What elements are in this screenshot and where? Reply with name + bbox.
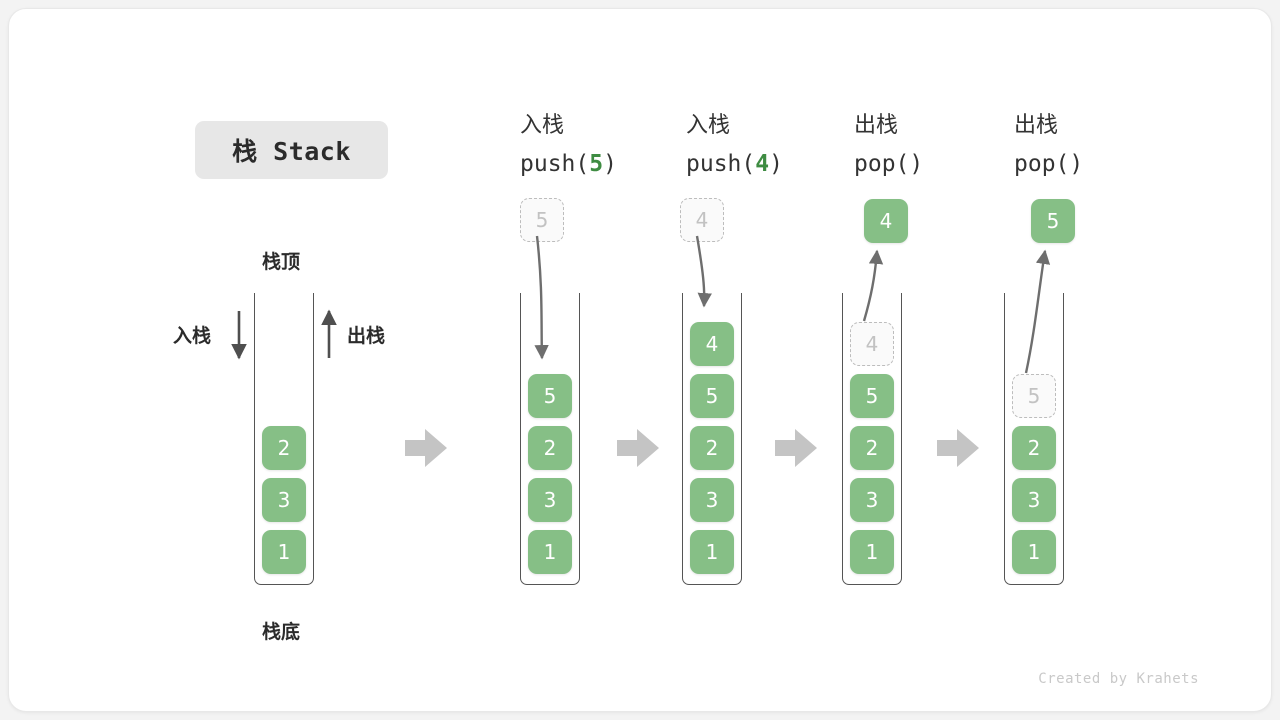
step-flow-arrow-icon: [405, 429, 447, 467]
header-code-text: push(5): [520, 145, 700, 183]
stack-container-pop-1: [842, 293, 902, 585]
code-prefix: push(: [686, 151, 756, 177]
stack-cell: 5: [850, 374, 894, 418]
code-number: 4: [755, 151, 770, 177]
incoming-ghost-cell: 4: [680, 198, 724, 242]
stack-container-pop-2: [1004, 293, 1064, 585]
stack-cell: 1: [528, 530, 572, 574]
code-number: 5: [589, 151, 604, 177]
stack-cell: 2: [262, 426, 306, 470]
header-cn-text: 出栈: [854, 113, 899, 138]
stack-container-initial: [254, 293, 314, 585]
stack-cell: 2: [850, 426, 894, 470]
code-suffix: ): [603, 151, 617, 177]
stack-cell: 2: [528, 426, 572, 470]
column-header-pop-1: 出栈 pop(): [854, 107, 1034, 183]
header-code-text: pop(): [854, 145, 1034, 183]
column-header-push-5: 入栈 push(5): [520, 107, 700, 183]
code-suffix: ): [1069, 151, 1084, 177]
code-prefix: pop(: [854, 151, 910, 177]
stack-cell: 3: [850, 478, 894, 522]
stack-container-push-4: [682, 293, 742, 585]
removed-ghost-cell: 5: [1012, 374, 1056, 418]
popped-value-cell: 4: [864, 199, 908, 243]
page-title: 栈 Stack: [195, 121, 388, 179]
step-flow-arrow-icon: [617, 429, 659, 467]
header-code-text: push(4): [686, 145, 866, 183]
header-cn-text: 入栈: [686, 113, 731, 138]
stack-bottom-label: 栈底: [262, 621, 301, 643]
stack-cell: 3: [528, 478, 572, 522]
stack-cell: 3: [1012, 478, 1056, 522]
stack-cell: 1: [1012, 530, 1056, 574]
column-header-pop-2: 出栈 pop(): [1014, 107, 1194, 183]
stack-top-label: 栈顶: [262, 251, 301, 273]
stack-cell: 1: [690, 530, 734, 574]
pop-legend-label: 出栈: [347, 325, 386, 347]
stack-cell: 2: [1012, 426, 1056, 470]
stack-cell: 3: [262, 478, 306, 522]
removed-ghost-cell: 4: [850, 322, 894, 366]
incoming-ghost-cell: 5: [520, 198, 564, 242]
code-prefix: pop(: [1014, 151, 1070, 177]
step-flow-arrow-icon: [775, 429, 817, 467]
stack-container-push-5: [520, 293, 580, 585]
code-suffix: ): [769, 151, 783, 177]
stack-cell: 4: [690, 322, 734, 366]
header-code-text: pop(): [1014, 145, 1194, 183]
push-legend-label: 入栈: [173, 325, 212, 347]
stack-cell: 5: [690, 374, 734, 418]
stack-cell: 1: [850, 530, 894, 574]
header-cn-text: 出栈: [1014, 113, 1059, 138]
code-suffix: ): [909, 151, 924, 177]
stack-cell: 3: [690, 478, 734, 522]
step-flow-arrow-icon: [937, 429, 979, 467]
column-header-push-4: 入栈 push(4): [686, 107, 866, 183]
popped-value-cell: 5: [1031, 199, 1075, 243]
code-prefix: push(: [520, 151, 590, 177]
credit-text: Created by Krahets: [1038, 671, 1199, 687]
stack-cell: 1: [262, 530, 306, 574]
stack-cell: 5: [528, 374, 572, 418]
stack-cell: 2: [690, 426, 734, 470]
diagram-card: 栈 Stack 栈顶 栈底 入栈 出栈 入栈 push(5) 入栈 push(4…: [8, 8, 1272, 712]
header-cn-text: 入栈: [520, 113, 565, 138]
